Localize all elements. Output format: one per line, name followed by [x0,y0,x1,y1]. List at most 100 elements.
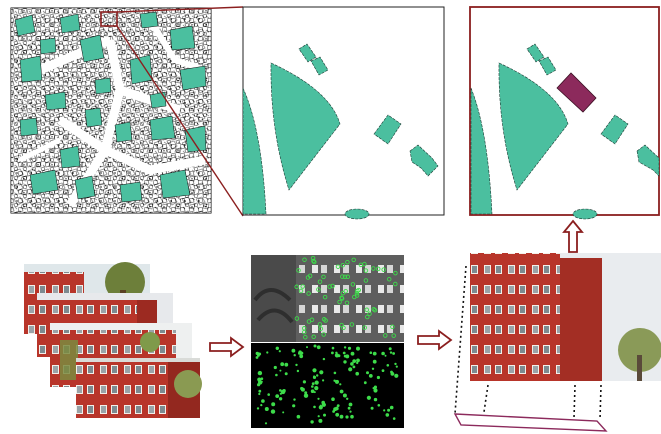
keypoint-dot [275,394,280,398]
keypoint-dot [260,404,263,407]
keypoint-dot [335,412,340,417]
keypoint-dot [319,404,322,407]
keypoint-dot [313,344,317,348]
keypoint-dot [339,414,344,419]
keypoint-dot [279,369,282,372]
keypoint-dot [342,393,347,398]
keypoint-dot [392,417,396,420]
keypoint-dot [331,397,335,402]
keypoint-dot [384,354,387,357]
keypoint-dot [356,346,360,351]
keypoint-marker [345,259,350,265]
keypoint-dot [343,346,347,349]
keypoint-dot [356,358,360,363]
keypoint-marker [311,258,316,264]
keypoint-dot [377,404,381,407]
arrow-right-icon [417,329,453,351]
keypoint-dot [335,351,338,354]
keypoint-dot [366,395,371,400]
keypoint-dot [317,415,320,418]
zoom-panel [242,6,445,220]
keypoint-dot [372,351,377,356]
keypoint-dot [345,354,350,359]
keypoint-dot [282,411,285,414]
keypoint-marker [311,334,316,340]
keypoint-dot [293,354,296,357]
arrow-up-icon [562,219,584,253]
keypoint-dot [350,414,354,419]
keypoint-marker [298,288,304,294]
keypoint-dot [314,380,319,385]
keypoint-dot [374,398,377,402]
keypoint-dot [310,389,315,394]
keypoint-dot [355,371,360,376]
keypoint-dot [350,362,354,366]
keypoint-dot [394,362,397,366]
keypoint-map-view [251,343,404,428]
keypoint-marker [302,257,307,262]
keypoint-dot [279,389,282,392]
keypoint-dot [381,351,385,356]
keypoint-dot [302,380,306,384]
keypoint-marker [306,291,311,296]
keypoint-marker [364,307,370,313]
keypoint-dot [284,362,289,367]
keypoint-dot [313,375,316,378]
keypoint-dot [280,362,285,367]
reconstruction-panel [453,253,661,432]
keypoint-dot [275,373,278,377]
keypoint-dot [316,374,319,377]
keypoint-dot [342,351,346,355]
keypoint-dot [310,420,314,424]
keypoint-dot [363,381,367,385]
keypoint-marker [330,283,335,289]
keypoint-marker [350,282,356,287]
keypoint-dot [385,413,390,417]
result-panel [469,6,660,220]
keypoint-dot [318,418,323,423]
keypoint-dot [349,410,352,413]
keypoint-dot [292,404,296,408]
keypoint-dot [356,361,359,365]
keypoint-marker [363,268,369,273]
keypoint-dot [322,357,326,361]
keypoint-dot [383,409,386,412]
keypoint-dot [389,351,393,354]
keypoint-marker [341,325,346,331]
keypoint-marker [312,259,317,265]
keypoint-dot [311,385,314,388]
keypoint-dot [333,371,337,375]
keypoint-dot [332,410,335,413]
keypoint-marker [383,333,388,338]
keypoint-dot [312,368,317,373]
keypoint-marker [386,276,392,282]
keypoint-dot [372,387,375,390]
keypoint-dot [348,402,353,407]
keypoint-dot [314,386,319,391]
keypoint-dot [256,407,260,410]
keypoint-dot [335,379,339,384]
keypoint-marker [318,326,324,331]
zoom-box [100,11,118,27]
keypoint-marker [354,293,360,298]
keypoint-marker [303,334,308,340]
keypoint-dot [319,370,324,375]
keypoint-dot [255,356,259,359]
facade-photo-4 [76,358,202,418]
keypoint-dot [331,351,334,355]
keypoint-marker [345,274,351,280]
keypoint-dot [352,359,357,363]
keypoint-dot [347,406,351,410]
keypoint-marker [302,329,307,335]
keypoint-marker [351,257,356,263]
keypoint-marker [321,274,326,280]
keypoint-marker [342,274,348,280]
keypoint-dot [300,386,304,391]
keypoint-marker [337,299,342,305]
zoom-connector-lines [116,6,244,217]
keypoint-dot [370,406,374,410]
keypoint-dot [394,373,399,378]
keypoint-marker [362,325,367,330]
keypoint-marker [365,314,370,320]
